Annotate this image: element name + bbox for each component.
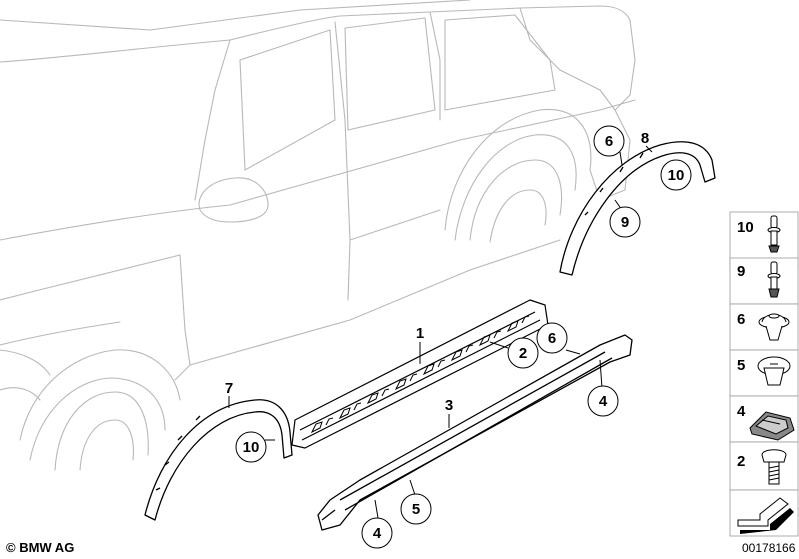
svg-text:6: 6 bbox=[548, 330, 556, 347]
callout-10-front: 10 bbox=[235, 431, 267, 463]
label-1: 1 bbox=[416, 325, 424, 342]
svg-text:5: 5 bbox=[412, 501, 420, 518]
label-3: 3 bbox=[445, 397, 453, 414]
legend-num-10: 10 bbox=[737, 219, 754, 236]
callout-6-rear: 6 bbox=[593, 125, 625, 157]
rivet-long-icon bbox=[767, 215, 781, 253]
parts-legend: 10 9 6 5 4 2 bbox=[729, 211, 799, 537]
callout-5: 5 bbox=[400, 493, 432, 525]
sill-support-rail bbox=[291, 299, 549, 449]
callout-4-sill: 4 bbox=[587, 385, 619, 417]
copyright-text: © BMW AG bbox=[6, 540, 74, 555]
bolt-icon bbox=[761, 449, 787, 485]
legend-num-6: 6 bbox=[737, 311, 745, 328]
svg-text:2: 2 bbox=[519, 345, 527, 362]
label-7: 7 bbox=[225, 380, 233, 397]
callout-6-sill: 6 bbox=[536, 322, 568, 354]
expanding-clip-icon bbox=[758, 313, 790, 341]
legend-num-2: 2 bbox=[737, 453, 745, 470]
vehicle-outline bbox=[0, 0, 636, 471]
rear-wheel-arch-trim bbox=[559, 141, 716, 276]
legend-num-5: 5 bbox=[737, 357, 745, 374]
bracket-clip-icon bbox=[749, 411, 795, 441]
diagram-reference-number: 00178166 bbox=[742, 541, 796, 555]
callout-2: 2 bbox=[507, 337, 539, 369]
leader-lines bbox=[228, 145, 681, 519]
legend-num-4: 4 bbox=[737, 403, 746, 420]
callout-4-lower: 4 bbox=[361, 517, 393, 549]
svg-text:10: 10 bbox=[668, 167, 685, 184]
svg-text:4: 4 bbox=[373, 525, 382, 542]
orientation-arrow-icon bbox=[737, 497, 794, 534]
rail-clips bbox=[310, 315, 530, 434]
callout-9: 9 bbox=[609, 206, 641, 238]
label-8: 8 bbox=[641, 130, 649, 147]
svg-text:4: 4 bbox=[599, 393, 608, 410]
svg-text:6: 6 bbox=[605, 133, 613, 150]
side-sill-cover bbox=[317, 334, 633, 531]
clip-nut-icon bbox=[757, 356, 791, 386]
rivet-icon bbox=[767, 261, 781, 298]
svg-text:9: 9 bbox=[621, 214, 629, 231]
callout-10-rear: 10 bbox=[660, 159, 692, 191]
legend-num-9: 9 bbox=[737, 263, 745, 280]
svg-text:10: 10 bbox=[243, 439, 260, 456]
front-wheel-arch-trim bbox=[144, 399, 293, 521]
